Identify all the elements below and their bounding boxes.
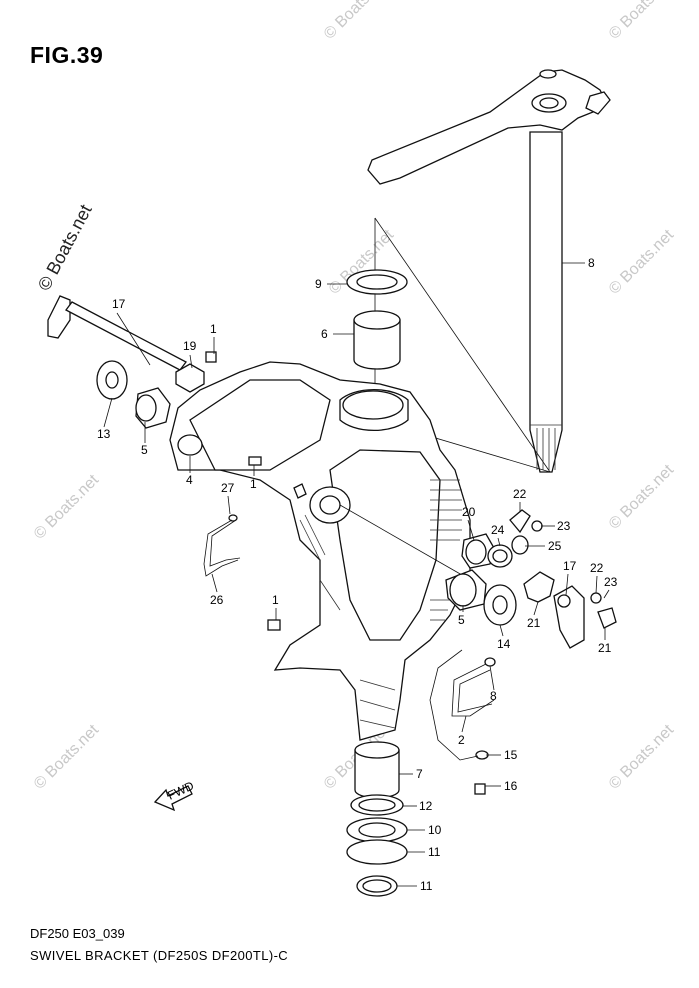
part-label-9: 11 <box>428 845 441 859</box>
part-label-4-left: 5 <box>141 443 148 457</box>
part-label-1-lower: 1 <box>272 593 279 607</box>
swivel-bracket-body <box>169 361 471 741</box>
bolts <box>205 351 496 795</box>
part-label-20: 23 <box>557 519 571 533</box>
part-label-14: 16 <box>504 779 518 793</box>
part-label-11-right: 14 <box>497 637 511 651</box>
watermark-3: © Boats.net <box>31 471 103 543</box>
upper-washer-and-bushing <box>346 269 408 370</box>
part-label-18: 21 <box>527 616 541 630</box>
figure-title: FIG.39 <box>30 42 104 68</box>
part-label-17-left: 19 <box>183 339 197 353</box>
lower-bushing-washers-and-circlip <box>346 741 408 897</box>
part-label-19: 22 <box>513 487 527 501</box>
leader-lines <box>103 262 610 887</box>
watermark-2: © Boats.net <box>606 0 678 43</box>
part-label-13: 15 <box>504 748 518 762</box>
watermark-1: © Boats.net <box>321 0 393 43</box>
part-label-27: 27 <box>221 481 235 495</box>
part-label-6: 8 <box>588 256 595 270</box>
part-label-5-lower: 7 <box>416 767 423 781</box>
watermark-main: © Boats.net <box>34 201 96 294</box>
watermark-7: © Boats.net <box>606 721 678 793</box>
part-label-8-upper: 9 <box>315 277 322 291</box>
part-label-twelve: 12 <box>419 799 433 813</box>
part-label-22-placed: 22 <box>590 561 604 575</box>
part-label-23-placed: 23 <box>604 575 618 589</box>
figure-caption: SWIVEL BRACKET (DF250S DF200TL)-C <box>30 948 289 963</box>
part-label-11-left: 13 <box>97 427 111 441</box>
part-label-26: 26 <box>210 593 224 607</box>
watermark-4: © Boats.net <box>606 461 678 533</box>
part-label-16: 17 <box>563 559 577 573</box>
part-label-4-right: 5 <box>458 613 465 627</box>
fwd-arrow: FWD <box>153 778 196 812</box>
part-label-2: 2 <box>458 733 465 747</box>
part-labels: 8 9 6 17 19 1 13 5 4 27 1 26 1 20 24 22 … <box>97 256 595 893</box>
left-washer-and-bushing <box>96 360 171 429</box>
tilt-rod <box>47 295 205 393</box>
part-label-8-lower: 10 <box>428 823 442 837</box>
part-label-1-mid: 1 <box>250 477 257 491</box>
steering-arm-and-swivel-shaft <box>367 69 611 473</box>
part-label-10: 11 <box>420 879 433 893</box>
part-label-1-top: 1 <box>210 322 217 336</box>
right-side-tilt-parts <box>445 509 617 649</box>
figure-code: DF250 E03_039 <box>30 926 125 941</box>
ground-wires <box>203 519 495 761</box>
part-label-24: 24 <box>491 523 505 537</box>
part-label-15: 17 <box>112 297 126 311</box>
part-label-21-placed: 21 <box>598 641 612 655</box>
part-label-7: 8 <box>490 689 497 703</box>
part-label-3: 4 <box>186 473 193 487</box>
watermark-5: © Boats.net <box>31 721 103 793</box>
part-label-25: 25 <box>548 539 562 553</box>
part-label-17-right: 20 <box>462 505 476 519</box>
part-label-5-upper: 6 <box>321 327 328 341</box>
watermark-8: © Boats.net <box>606 226 678 298</box>
